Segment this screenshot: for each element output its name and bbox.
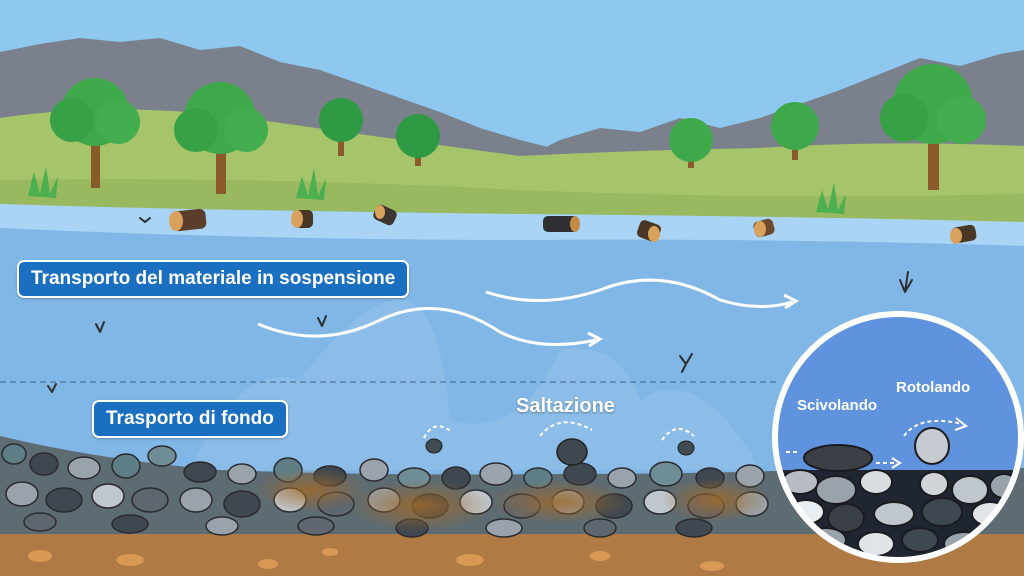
suspension-transport-label: Transporto del materiale in sospensione — [17, 260, 410, 298]
soil-stones — [28, 548, 724, 571]
floating-log — [373, 204, 397, 226]
sliding-pebble — [803, 444, 873, 472]
saltation-label: Saltazione — [516, 395, 615, 417]
tree — [319, 98, 363, 156]
floating-log — [291, 210, 313, 228]
mud-patch — [254, 468, 366, 512]
mud-patch — [348, 480, 492, 532]
tree — [880, 64, 986, 190]
tree — [669, 118, 713, 168]
saltating-pebble — [425, 438, 443, 454]
saltating-pebble — [677, 440, 695, 456]
suspended-sediment-cloud — [190, 300, 760, 470]
grassland-shade — [0, 179, 1024, 222]
rolling-label: Rotolando — [896, 379, 971, 396]
mud-patch — [490, 480, 630, 524]
floating-log — [753, 218, 775, 238]
floating-log — [543, 216, 580, 232]
floating-twigs — [47, 217, 913, 393]
sliding-arrow — [786, 451, 896, 464]
saltating-pebble — [556, 438, 588, 466]
tree — [771, 102, 819, 160]
mud-patch — [662, 478, 770, 522]
bush — [28, 166, 58, 198]
flow-arrow — [257, 306, 597, 346]
floating-log — [169, 208, 207, 232]
tree — [174, 82, 268, 194]
floating-log — [636, 220, 662, 242]
sliding-label: Scivolando — [797, 397, 878, 414]
tree — [50, 78, 140, 188]
tree — [396, 114, 440, 166]
flow-arrow — [485, 278, 793, 309]
bush — [816, 182, 846, 214]
saltation-arrows — [423, 421, 695, 441]
bedload-transport-label: Trasporto di fondo — [92, 400, 288, 438]
riverbed-soil — [0, 528, 1024, 576]
rolling-pebble — [914, 427, 950, 465]
magnified-detail-circle — [772, 311, 1024, 563]
floating-log — [950, 224, 977, 244]
bush — [296, 168, 326, 200]
